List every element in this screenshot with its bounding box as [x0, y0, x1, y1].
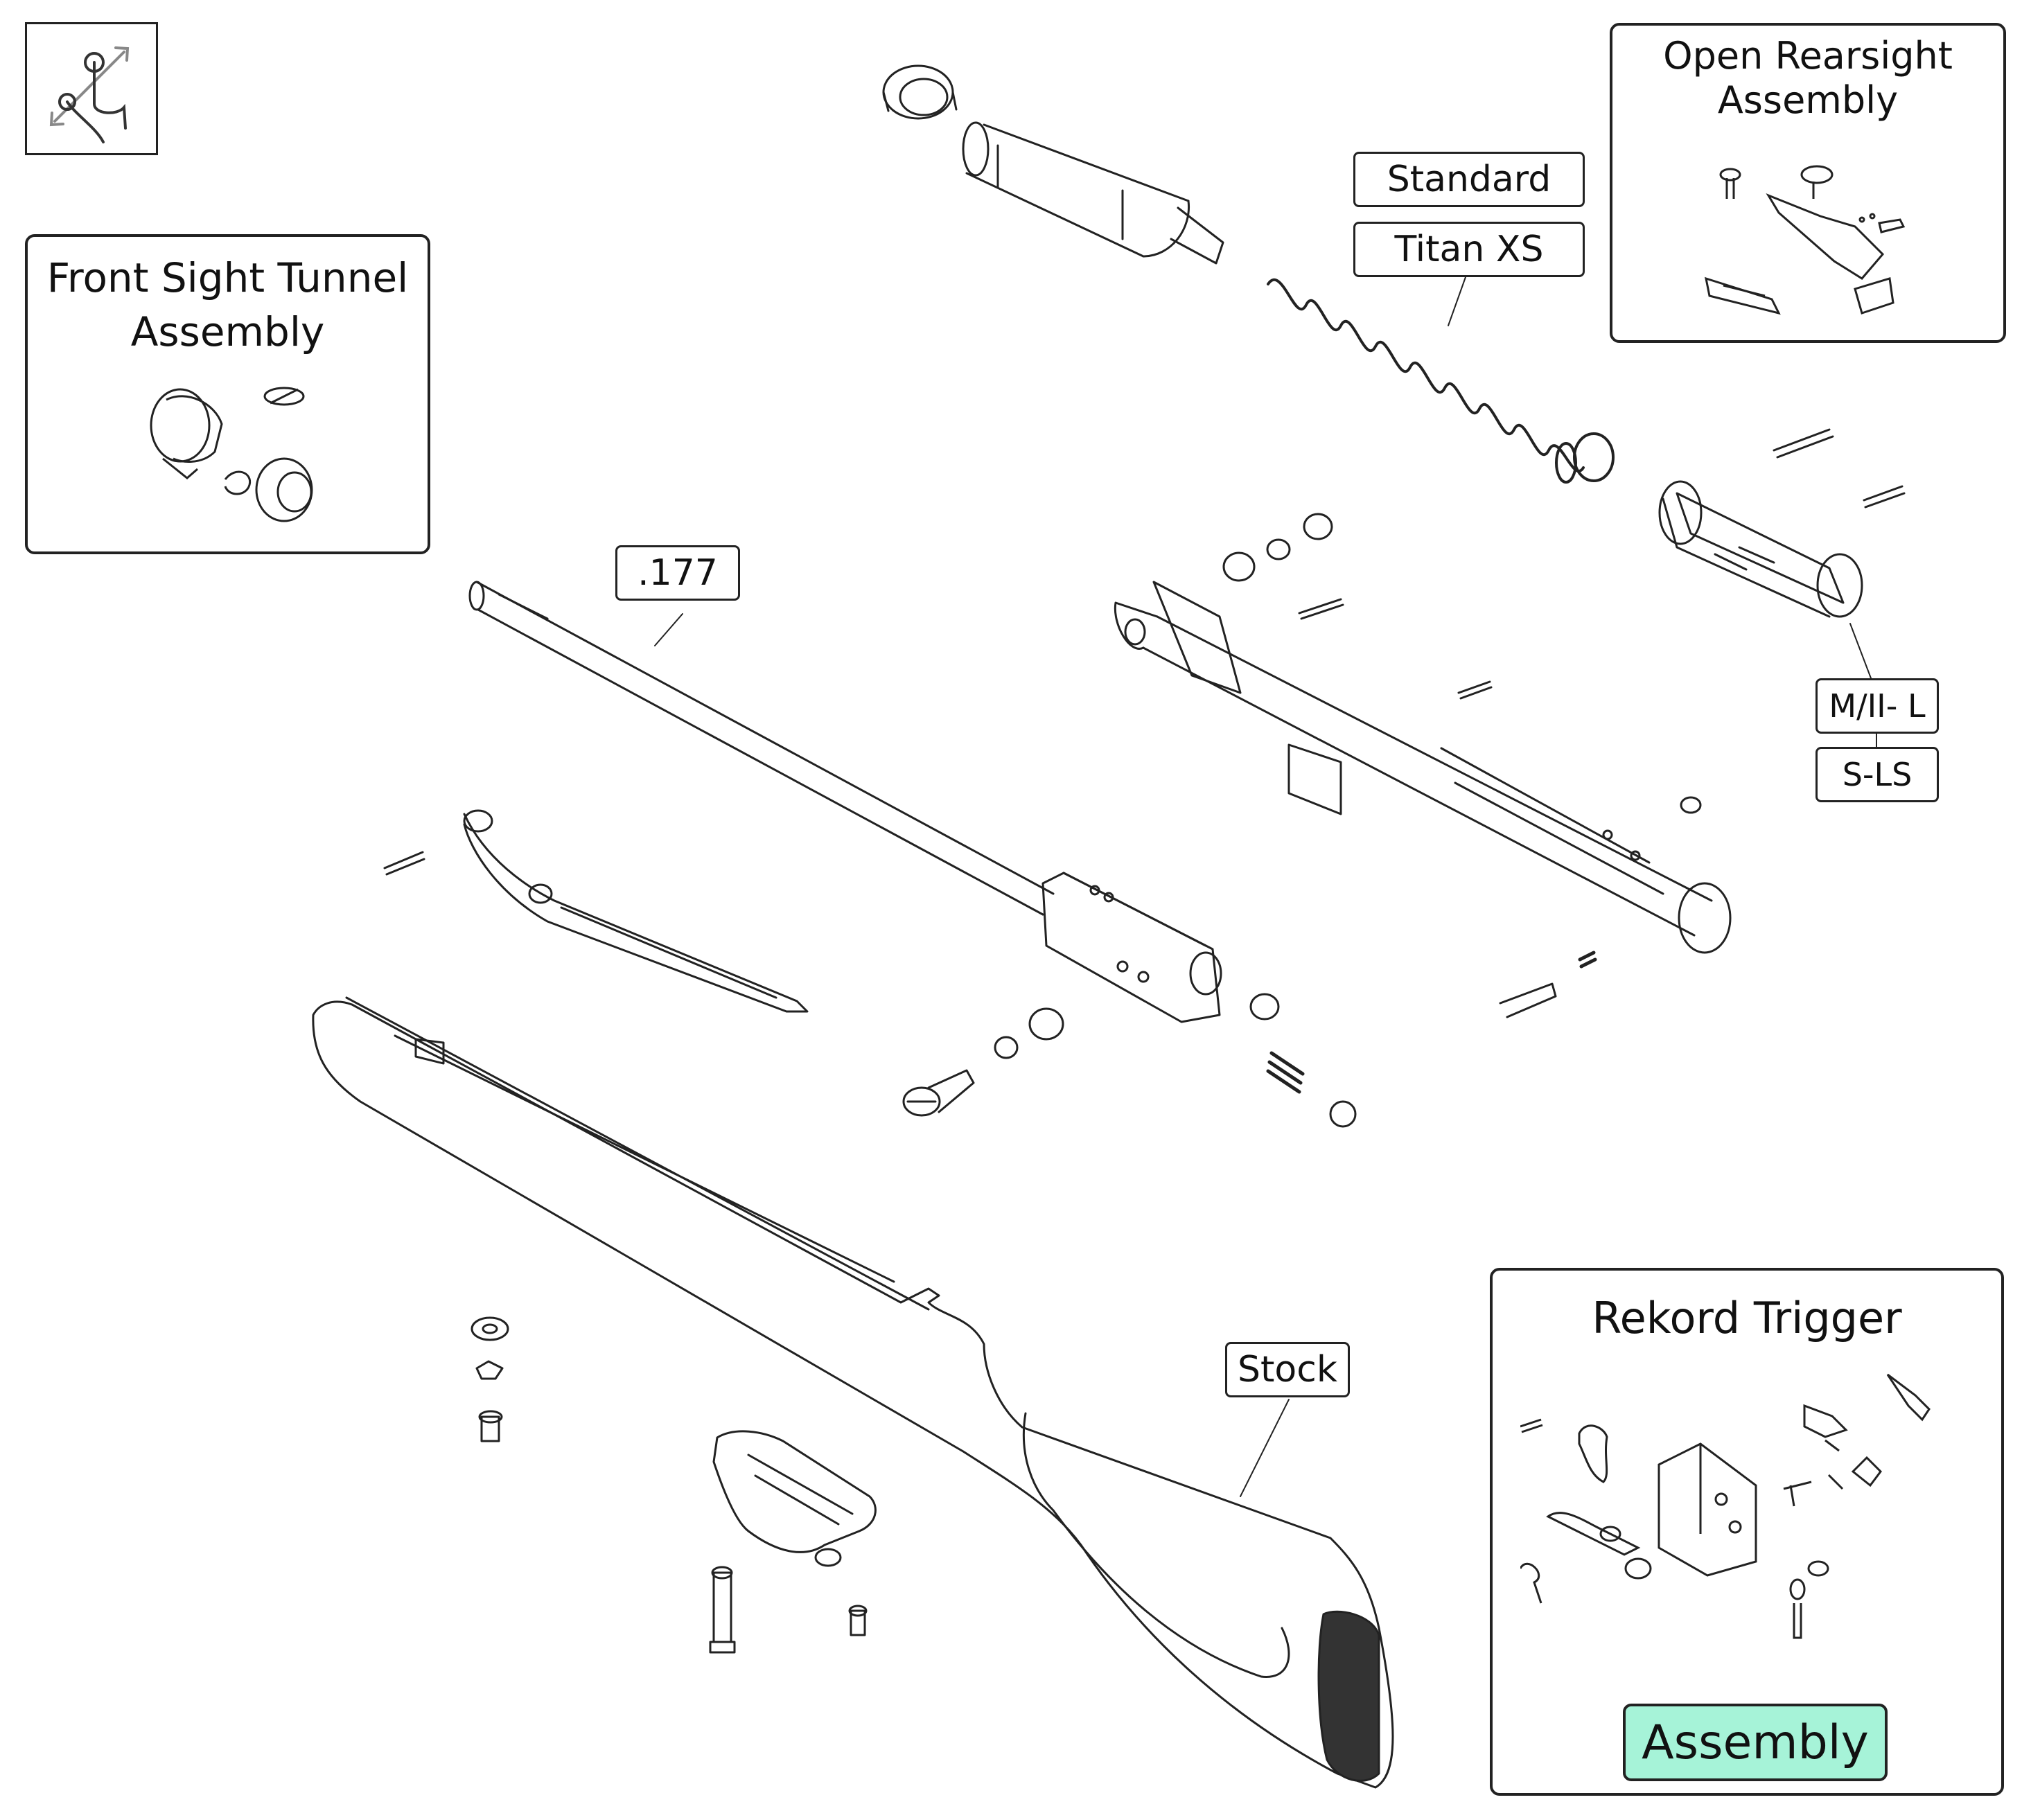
- detent-spring: [1266, 951, 1597, 1094]
- stock: [312, 996, 1394, 1789]
- spring-titan-xs-tag[interactable]: Titan XS: [1353, 222, 1585, 277]
- front-sight-title: Front Sight Tunnel Assembly: [46, 254, 409, 355]
- piston-seal-ring: [882, 64, 958, 120]
- rekord-trigger-title: Rekord Trigger: [1592, 1293, 1902, 1343]
- mainspring: [1267, 278, 1615, 484]
- stock-screws: [471, 1316, 868, 1654]
- piston: [962, 121, 1224, 265]
- breech-screw: [902, 1069, 975, 1117]
- compression-tube: [1114, 581, 1732, 954]
- pinch-zoom-hint[interactable]: [25, 22, 158, 155]
- rear-sight-box[interactable]: Open Rearsight Assembly: [1610, 23, 2006, 343]
- pins: [383, 428, 1906, 876]
- rear-sight-title: Open Rearsight Assembly: [1663, 34, 1953, 122]
- spring-standard-tag[interactable]: Standard: [1353, 152, 1585, 207]
- pinch-zoom-icon: [49, 46, 130, 143]
- trigger-guard: [712, 1430, 877, 1567]
- spring-guide-block: [1658, 480, 1863, 618]
- barrel: [468, 581, 1055, 916]
- barrel-caliber-tag[interactable]: .177: [615, 545, 740, 601]
- breech-block: [1041, 872, 1222, 1023]
- m-ii-l-tag[interactable]: M/II- L: [1815, 678, 1939, 734]
- washers: [994, 513, 1702, 1128]
- trigger-assembly-button[interactable]: Assembly: [1623, 1704, 1888, 1781]
- stock-tag[interactable]: Stock: [1225, 1342, 1350, 1397]
- rekord-trigger-parts: [1520, 1373, 1931, 1639]
- front-sight-box[interactable]: Front Sight Tunnel Assembly: [25, 234, 430, 554]
- s-ls-tag[interactable]: S-LS: [1815, 747, 1939, 802]
- cocking-lever: [463, 809, 809, 1013]
- rekord-trigger-box[interactable]: Rekord Trigger Assembly: [1490, 1268, 2004, 1796]
- front-sight-parts: [150, 387, 313, 522]
- rear-sight-parts: [1705, 165, 1906, 315]
